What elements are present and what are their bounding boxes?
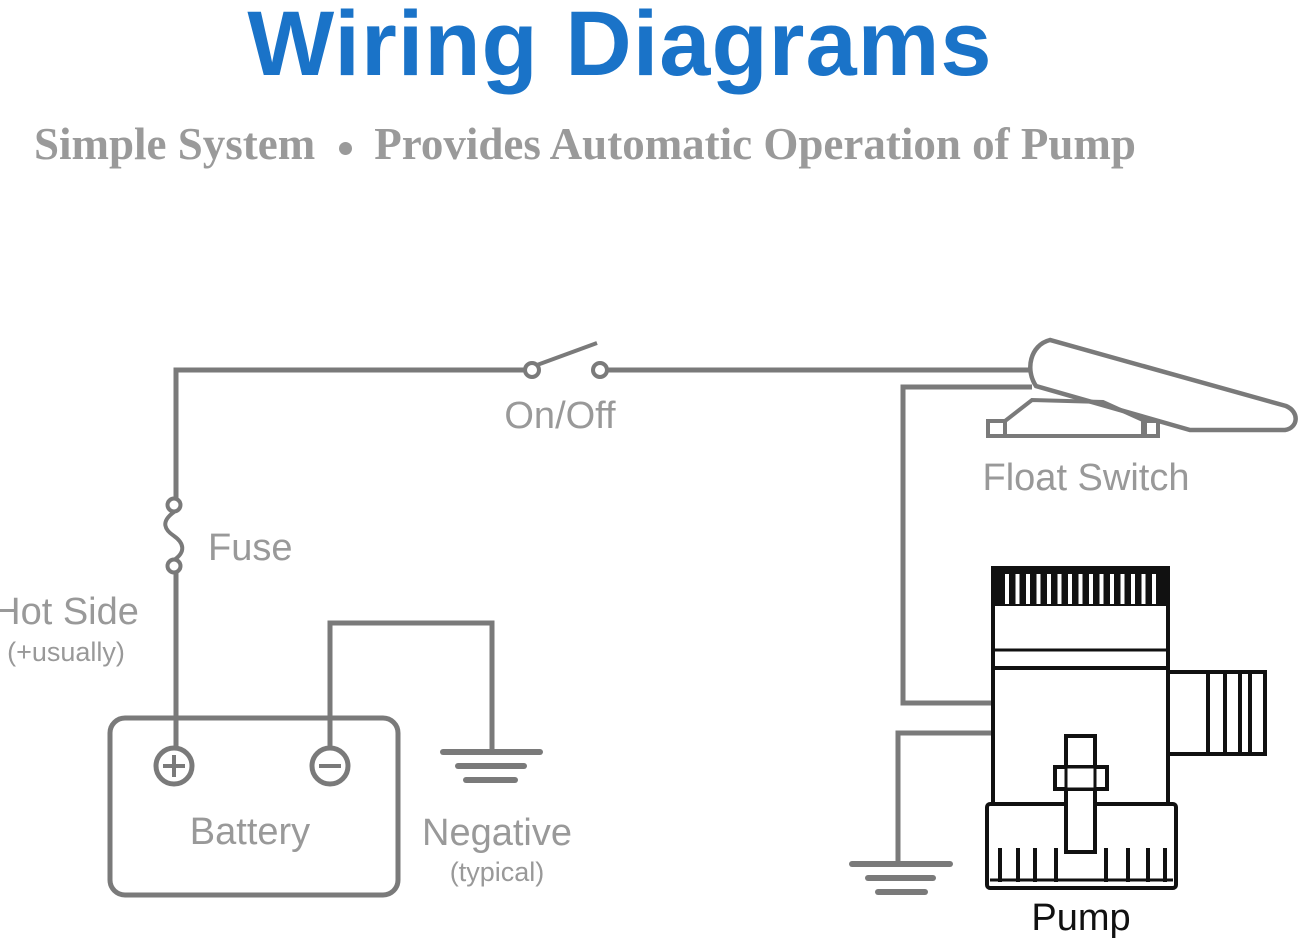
hot-side-note: (+usually) <box>7 637 125 667</box>
pump-rib <box>1141 574 1146 604</box>
fuse-symbol <box>163 496 185 575</box>
on-off-switch-symbol <box>523 341 609 379</box>
float-to-pump-wire <box>900 384 1032 706</box>
bullet-dot <box>339 142 353 156</box>
float-switch-symbol <box>986 337 1298 438</box>
subtitle: Simple System Provides Automatic Operatio… <box>34 118 1136 170</box>
ground-symbol <box>440 749 543 783</box>
pump-rib <box>1068 574 1072 604</box>
pump-rib <box>1110 574 1114 604</box>
float-switch-label: Float Switch <box>983 457 1190 499</box>
battery-label: Battery <box>190 811 310 853</box>
hot-side-label: Hot Side <box>0 591 139 633</box>
pump-rib <box>1015 574 1020 604</box>
switch-label: On/Off <box>504 395 616 437</box>
pump-rib <box>1036 574 1041 604</box>
pump-rib <box>1089 574 1093 604</box>
pump-label: Pump <box>1031 897 1130 939</box>
negative-note: (typical) <box>450 857 545 887</box>
pump-rib <box>1099 574 1104 604</box>
subtitle-right: Provides Automatic Operation of Pump <box>374 119 1136 169</box>
pump-ground-symbol <box>849 861 953 895</box>
pump-rib <box>1078 574 1083 604</box>
pump-rib <box>1120 574 1125 604</box>
pump-rib <box>1152 574 1156 604</box>
negative-label: Negative <box>422 812 572 854</box>
pump-rib <box>1047 574 1051 604</box>
subtitle-left: Simple System <box>34 119 316 169</box>
pump-ground-wire <box>895 730 992 864</box>
battery-symbol <box>107 715 401 898</box>
pump-rib <box>1057 574 1062 604</box>
pump-rib <box>1005 574 1009 604</box>
fuse-label: Fuse <box>208 527 292 569</box>
pump-rib <box>1131 574 1135 604</box>
negative-wire <box>327 620 495 752</box>
page-title: Wiring Diagrams <box>247 0 993 95</box>
pump-symbol <box>985 566 1267 890</box>
pump-rib <box>1026 574 1030 604</box>
